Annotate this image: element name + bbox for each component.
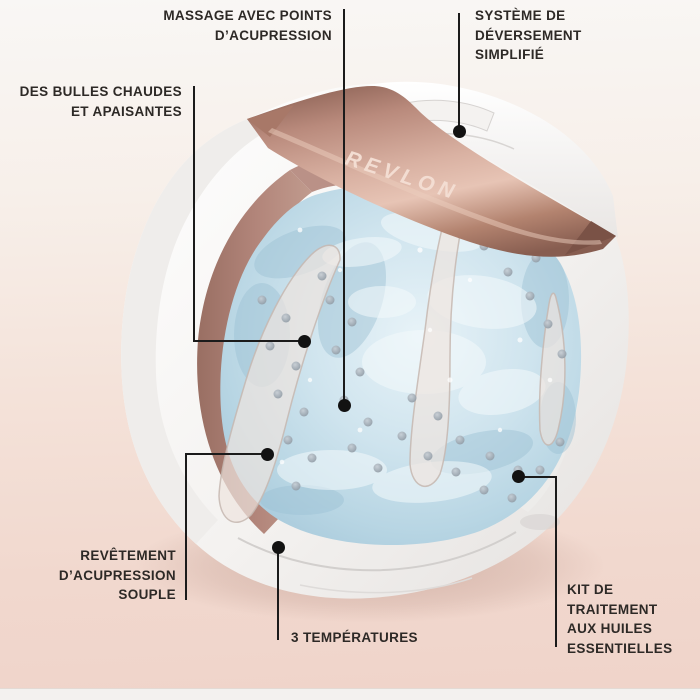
callout-label-kit: KIT DE TRAITEMENT AUX HUILES ESSENTIELLE…	[567, 582, 673, 656]
callout-label-massage: MASSAGE AVEC POINTS D’ACUPRESSION	[163, 8, 332, 43]
callout-dot-kit	[512, 470, 525, 483]
band-fold-right	[565, 221, 616, 255]
callout-label-temperatures: 3 TEMPÉRATURES	[291, 630, 418, 645]
callout-line-revetement-vertical	[185, 453, 187, 600]
band-fold-left	[247, 105, 294, 137]
callout-dot-bulles	[298, 335, 311, 348]
callout-label-revetement: REVÊTEMENT D’ACUPRESSION SOUPLE	[58, 548, 176, 603]
water-bubbles	[279, 227, 553, 465]
callout-line-bulles-vertical	[193, 86, 195, 342]
callout-dot-revetement	[261, 448, 274, 461]
callout-dot-systeme	[453, 125, 466, 138]
callout-dot-massage	[338, 399, 351, 412]
tub-left-rim	[121, 118, 262, 544]
callout-line-kit-vertical	[555, 476, 557, 647]
callout-dot-temperatures	[272, 541, 285, 554]
callout-label-bulles: DES BULLES CHAUDES ET APAISANTES	[19, 84, 182, 119]
callout-line-kit-horizontal	[518, 476, 557, 478]
front-seam-lower	[299, 577, 473, 594]
page-bottom-strip	[0, 688, 700, 700]
right-foot-shadow	[520, 514, 560, 530]
revlon-band: REVLON	[247, 86, 616, 257]
callout-line-revetement-horizontal	[185, 453, 268, 455]
callout-line-massage	[343, 9, 345, 405]
front-seam	[237, 531, 517, 572]
callout-label-systeme: SYSTÈME DE DÉVERSEMENT SIMPLIFIÉ	[475, 8, 582, 63]
callout-line-bulles-horizontal	[193, 340, 305, 342]
callout-line-temperatures	[277, 547, 279, 640]
callout-line-systeme	[458, 13, 460, 131]
